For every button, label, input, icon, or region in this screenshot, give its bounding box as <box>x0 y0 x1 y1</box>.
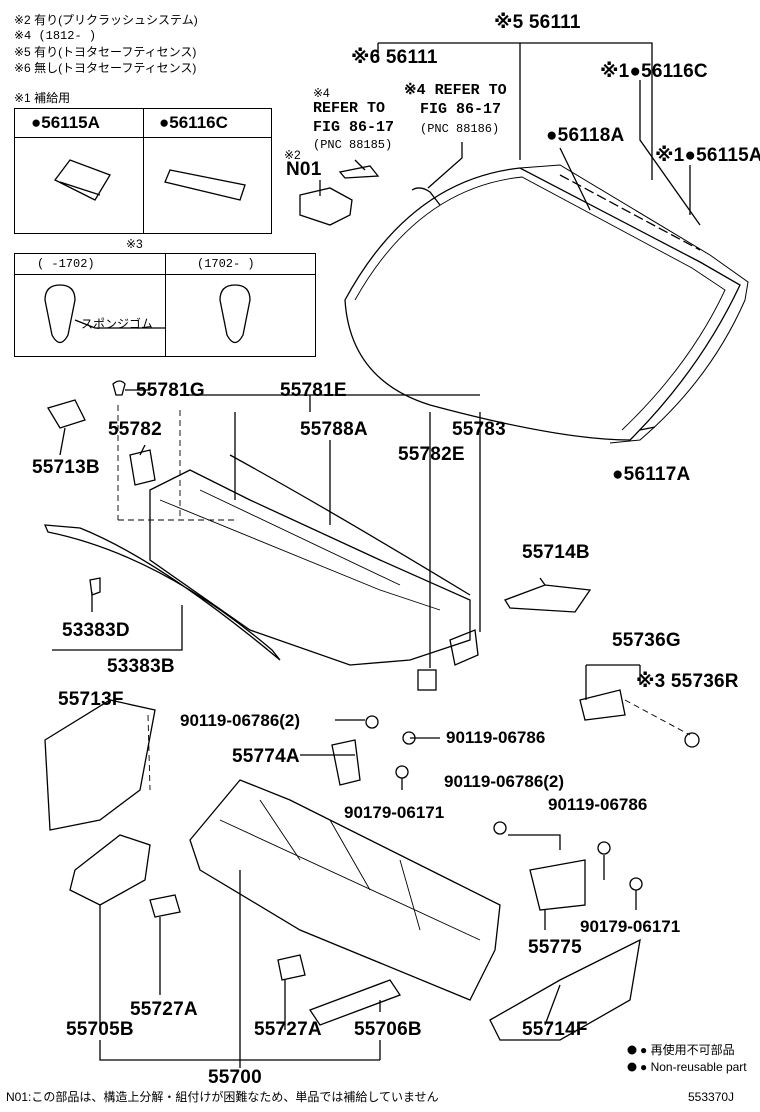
table1-col1: ●56115A <box>31 113 100 132</box>
callout-55782: 55782 <box>108 419 162 440</box>
callout-90119-06786-2a: 90119-06786(2) <box>180 711 301 730</box>
callout-55714b: 55714B <box>522 542 590 563</box>
panel-55714f <box>489 938 641 1041</box>
figure-id: 553370J <box>688 1090 735 1104</box>
legend-non-reusable-jp: ● 再使用不可部品 <box>640 1043 735 1057</box>
callout-56111-5: ※5 56111 <box>494 12 581 33</box>
leader-56118a <box>559 147 591 211</box>
note-n6: ※6 無し(トヨタセーフティセンス) <box>14 61 197 75</box>
ref-b-line1: ※4 REFER TO <box>404 82 507 99</box>
ref-a-mark: ※4 <box>313 86 330 100</box>
nut-90179-a <box>395 765 409 779</box>
callout-90179-06171-a: 90179-06171 <box>344 803 445 822</box>
callout-55775: 55775 <box>528 937 582 958</box>
callout-55714f: 55714F <box>522 1019 588 1040</box>
seal-55782 <box>129 449 156 486</box>
callout-56111-6: ※6 56111 <box>351 47 438 68</box>
note-n5: ※5 有り(トヨタセーフティセンス) <box>14 45 197 59</box>
dash-panel-55700 <box>189 779 501 1001</box>
n01-mark: ※2 <box>284 148 301 162</box>
ref-a-line3: (PNC 88185) <box>313 138 393 152</box>
clip-old-icon <box>44 284 76 344</box>
seal-55788a <box>229 454 471 596</box>
callout-55713b: 55713B <box>32 457 100 478</box>
seal-53383b <box>43 524 281 661</box>
callout-55788a: 55788A <box>300 419 368 440</box>
cowl-ventilator-louver <box>149 469 471 666</box>
bracket-55727a-l <box>149 894 181 918</box>
note-n3: ※3 <box>126 237 143 251</box>
callout-55781e: 55781E <box>280 380 347 401</box>
sponge-rubber-label: スポンジゴム <box>81 317 154 331</box>
clip-53383d <box>89 577 101 596</box>
windshield-glass <box>344 167 741 441</box>
callout-56117a: ●56117A <box>612 464 691 485</box>
clip-56116c-icon <box>164 169 246 201</box>
bolt-90119-a <box>365 715 379 729</box>
callout-55774a: 55774A <box>232 746 300 767</box>
callout-55727a-left: 55727A <box>130 999 198 1020</box>
panel-55713f <box>44 699 156 831</box>
callout-90179-06171-b: 90179-06171 <box>580 917 681 936</box>
bracket-55705b <box>69 834 151 906</box>
ref-b-line3: (PNC 88186) <box>420 122 500 136</box>
bolt-90119-d <box>597 841 611 855</box>
supply-parts-table: ●56115A ●56116C <box>14 108 272 234</box>
callout-53383d: 53383D <box>62 620 130 641</box>
bolt-90119-c <box>493 821 507 835</box>
ref-a-line1: REFER TO <box>313 100 386 117</box>
note-n2: ※2 有り(プリクラッシュシステム) <box>14 13 198 27</box>
callout-55783: 55783 <box>452 419 506 440</box>
clip-new-icon <box>219 284 251 344</box>
bracket-55727a-r <box>277 954 306 981</box>
callout-55782e: 55782E <box>398 444 465 465</box>
bracket-55775 <box>529 859 586 911</box>
callout-53383b: 53383B <box>107 656 175 677</box>
callout-55705b: 55705B <box>66 1019 134 1040</box>
clip-55782e <box>417 669 437 691</box>
callout-55781g: 55781G <box>136 380 205 401</box>
leader-56116c <box>639 80 701 226</box>
clip-55736r <box>684 732 700 748</box>
ref-b-line2: FIG 86-17 <box>420 101 502 118</box>
nut-90179-b <box>629 877 643 891</box>
bracket-55736g <box>579 689 626 721</box>
bracket-n01 <box>299 187 353 226</box>
legend-non-reusable-en: ● Non-reusable part <box>640 1060 747 1074</box>
callout-n01: N01 <box>286 159 322 180</box>
callout-90119-06786-a: 90119-06786 <box>446 728 546 747</box>
bracket-55774a <box>331 739 361 786</box>
footer-note: N01:この部品は、構造上分解・組付けが困難なため、単品では補給していません <box>6 1090 439 1104</box>
callout-55736r: ※3 55736R <box>636 671 739 692</box>
callout-90119-06786-b: 90119-06786 <box>548 795 648 814</box>
callout-56116c: ※1●56116C <box>600 61 708 82</box>
note-n4: ※4 (1812- ) <box>14 29 97 43</box>
callout-55700: 55700 <box>208 1067 262 1088</box>
table1-col2: ●56116C <box>159 113 228 132</box>
table3-col2: (1702- ) <box>197 257 255 271</box>
legend-dots <box>627 1045 637 1072</box>
callout-55706b: 55706B <box>354 1019 422 1040</box>
table3-col1: ( -1702) <box>37 257 95 271</box>
seal-55783 <box>449 629 479 666</box>
callout-56115a: ※1●56115A <box>655 145 760 166</box>
clip-variant-table: ( -1702) (1702- ) スポンジゴム <box>14 253 316 357</box>
callout-55727a-right: 55727A <box>254 1019 322 1040</box>
note-n1: ※1 補給用 <box>14 91 71 105</box>
ref-a-line2: FIG 86-17 <box>313 119 395 136</box>
callout-90119-06786-2b: 90119-06786(2) <box>444 772 565 791</box>
clip-56115a-icon <box>54 159 111 201</box>
leader-56111-5 <box>378 42 653 180</box>
clip-55781g <box>112 380 126 396</box>
pad-55714b <box>504 584 592 613</box>
callout-56118a: ●56118A <box>546 125 625 146</box>
bracket-55706b <box>309 979 401 1026</box>
callout-55736g: 55736G <box>612 630 681 651</box>
cover-55713b <box>47 399 86 429</box>
callout-55713f: 55713F <box>58 689 124 710</box>
